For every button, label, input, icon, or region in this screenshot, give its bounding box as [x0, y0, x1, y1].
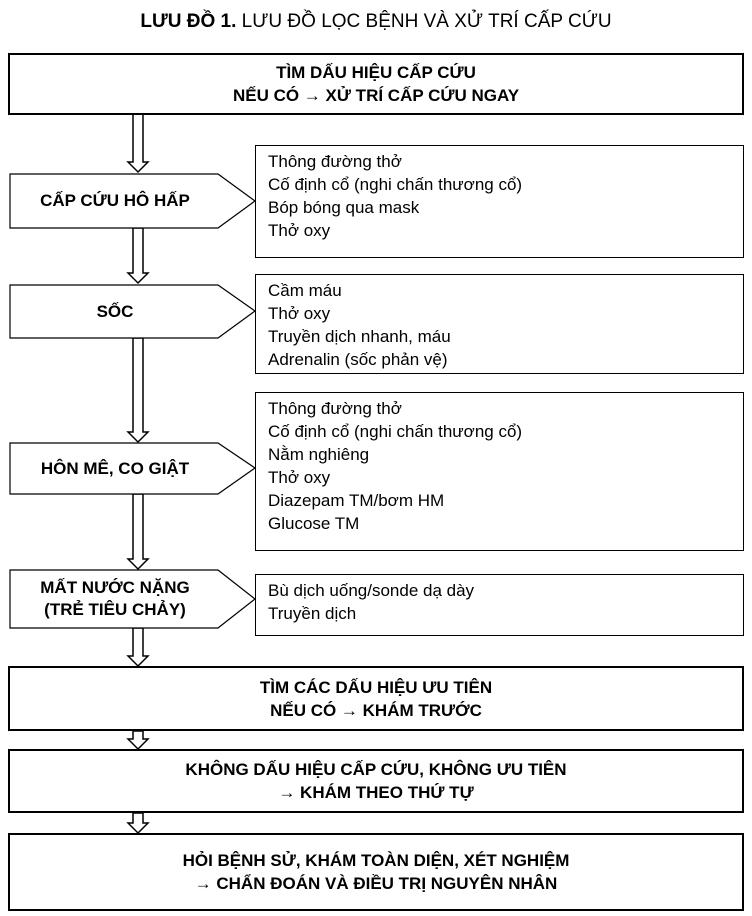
step-label-coma: HÔN MÊ, CO GIẬT: [40, 458, 190, 478]
action-item: Thở oxy: [268, 468, 331, 487]
arrow-down-7: [126, 812, 150, 835]
arrow-down-5: [126, 627, 150, 668]
action-item: Bóp bóng qua mask: [268, 198, 420, 217]
step-shape-coma: [9, 442, 257, 495]
arrow-down-1: [126, 113, 150, 174]
title-prefix: LƯU ĐỒ 1.: [140, 11, 237, 32]
action-item: Cố định cổ (nghi chấn thương cổ): [268, 422, 523, 441]
actions-respiratory: Thông đường thở Cố định cổ (nghi chấn th…: [255, 145, 744, 258]
priority-signs-box: TÌM CÁC DẤU HIỆU ƯU TIÊN NẾU CÓ → KHÁM T…: [8, 666, 744, 731]
actions-coma: Thông đường thở Cố định cổ (nghi chấn th…: [255, 392, 744, 551]
action-item: Nằm nghiêng: [268, 445, 370, 464]
emergency-signs-line2: NẾU CÓ → XỬ TRÍ CẤP CỨU NGAY: [232, 86, 520, 105]
step-shape-shock: [9, 284, 257, 339]
diagnosis-box: HỎI BỆNH SỬ, KHÁM TOÀN DIỆN, XÉT NGHIỆM …: [8, 833, 744, 911]
priority-signs-line1: TÌM CÁC DẤU HIỆU ƯU TIÊN: [259, 677, 493, 697]
priority-signs-line2: NẾU CÓ → KHÁM TRƯỚC: [270, 700, 482, 720]
action-item: Cố định cổ (nghi chấn thương cổ): [268, 175, 523, 194]
action-item: Thở oxy: [268, 304, 331, 323]
step-label-dehydration: MẤT NƯỚC NẶNG (TRẺ TIÊU CHẢY): [40, 578, 190, 619]
no-signs-line1: KHÔNG DẤU HIỆU CẤP CỨU, KHÔNG ƯU TIÊN: [185, 760, 567, 779]
actions-shock: Cầm máu Thở oxy Truyền dịch nhanh, máu A…: [255, 274, 744, 374]
action-item: Diazepam TM/bơm HM: [268, 491, 445, 510]
step-label-respiratory: CẤP CỨU HÔ HẤP: [40, 191, 190, 210]
step-shape-respiratory: [9, 173, 257, 229]
emergency-signs-box: TÌM DẤU HIỆU CẤP CỨU NẾU CÓ → XỬ TRÍ CẤP…: [8, 53, 744, 115]
step-label-shock: SỐC: [96, 301, 134, 321]
arrow-down-2: [126, 227, 150, 285]
action-item: Truyền dịch nhanh, máu: [268, 327, 451, 346]
action-item: Truyền dịch: [268, 604, 357, 623]
action-item: Adrenalin (sốc phản vệ): [268, 350, 448, 369]
arrow-down-3: [126, 337, 150, 444]
diagnosis-line2: → CHẨN ĐOÁN VÀ ĐIỀU TRỊ NGUYÊN NHÂN: [194, 874, 558, 893]
no-signs-line2: → KHÁM THEO THỨ TỰ: [278, 783, 474, 802]
action-item: Bù dịch uống/sonde dạ dày: [268, 581, 475, 600]
action-item: Thông đường thở: [268, 399, 402, 418]
action-item: Cầm máu: [268, 281, 342, 300]
action-item: Thở oxy: [268, 221, 331, 240]
action-item: Glucose TM: [268, 514, 360, 533]
step-shape-dehydration: [9, 569, 256, 629]
arrow-down-6: [126, 730, 150, 751]
no-signs-box: KHÔNG DẤU HIỆU CẤP CỨU, KHÔNG ƯU TIÊN → …: [8, 749, 744, 813]
actions-dehydration: Bù dịch uống/sonde dạ dày Truyền dịch: [255, 574, 744, 636]
diagnosis-line1: HỎI BỆNH SỬ, KHÁM TOÀN DIỆN, XÉT NGHIỆM: [182, 851, 570, 870]
diagram-title: LƯU ĐỒ 1. LƯU ĐỒ LỌC BỆNH VÀ XỬ TRÍ CẤP …: [0, 10, 752, 34]
title-text: LƯU ĐỒ LỌC BỆNH VÀ XỬ TRÍ CẤP CỨU: [241, 11, 612, 32]
action-item: Thông đường thở: [268, 152, 402, 171]
arrow-down-4: [126, 493, 150, 571]
emergency-signs-line1: TÌM DẤU HIỆU CẤP CỨU: [276, 63, 476, 82]
